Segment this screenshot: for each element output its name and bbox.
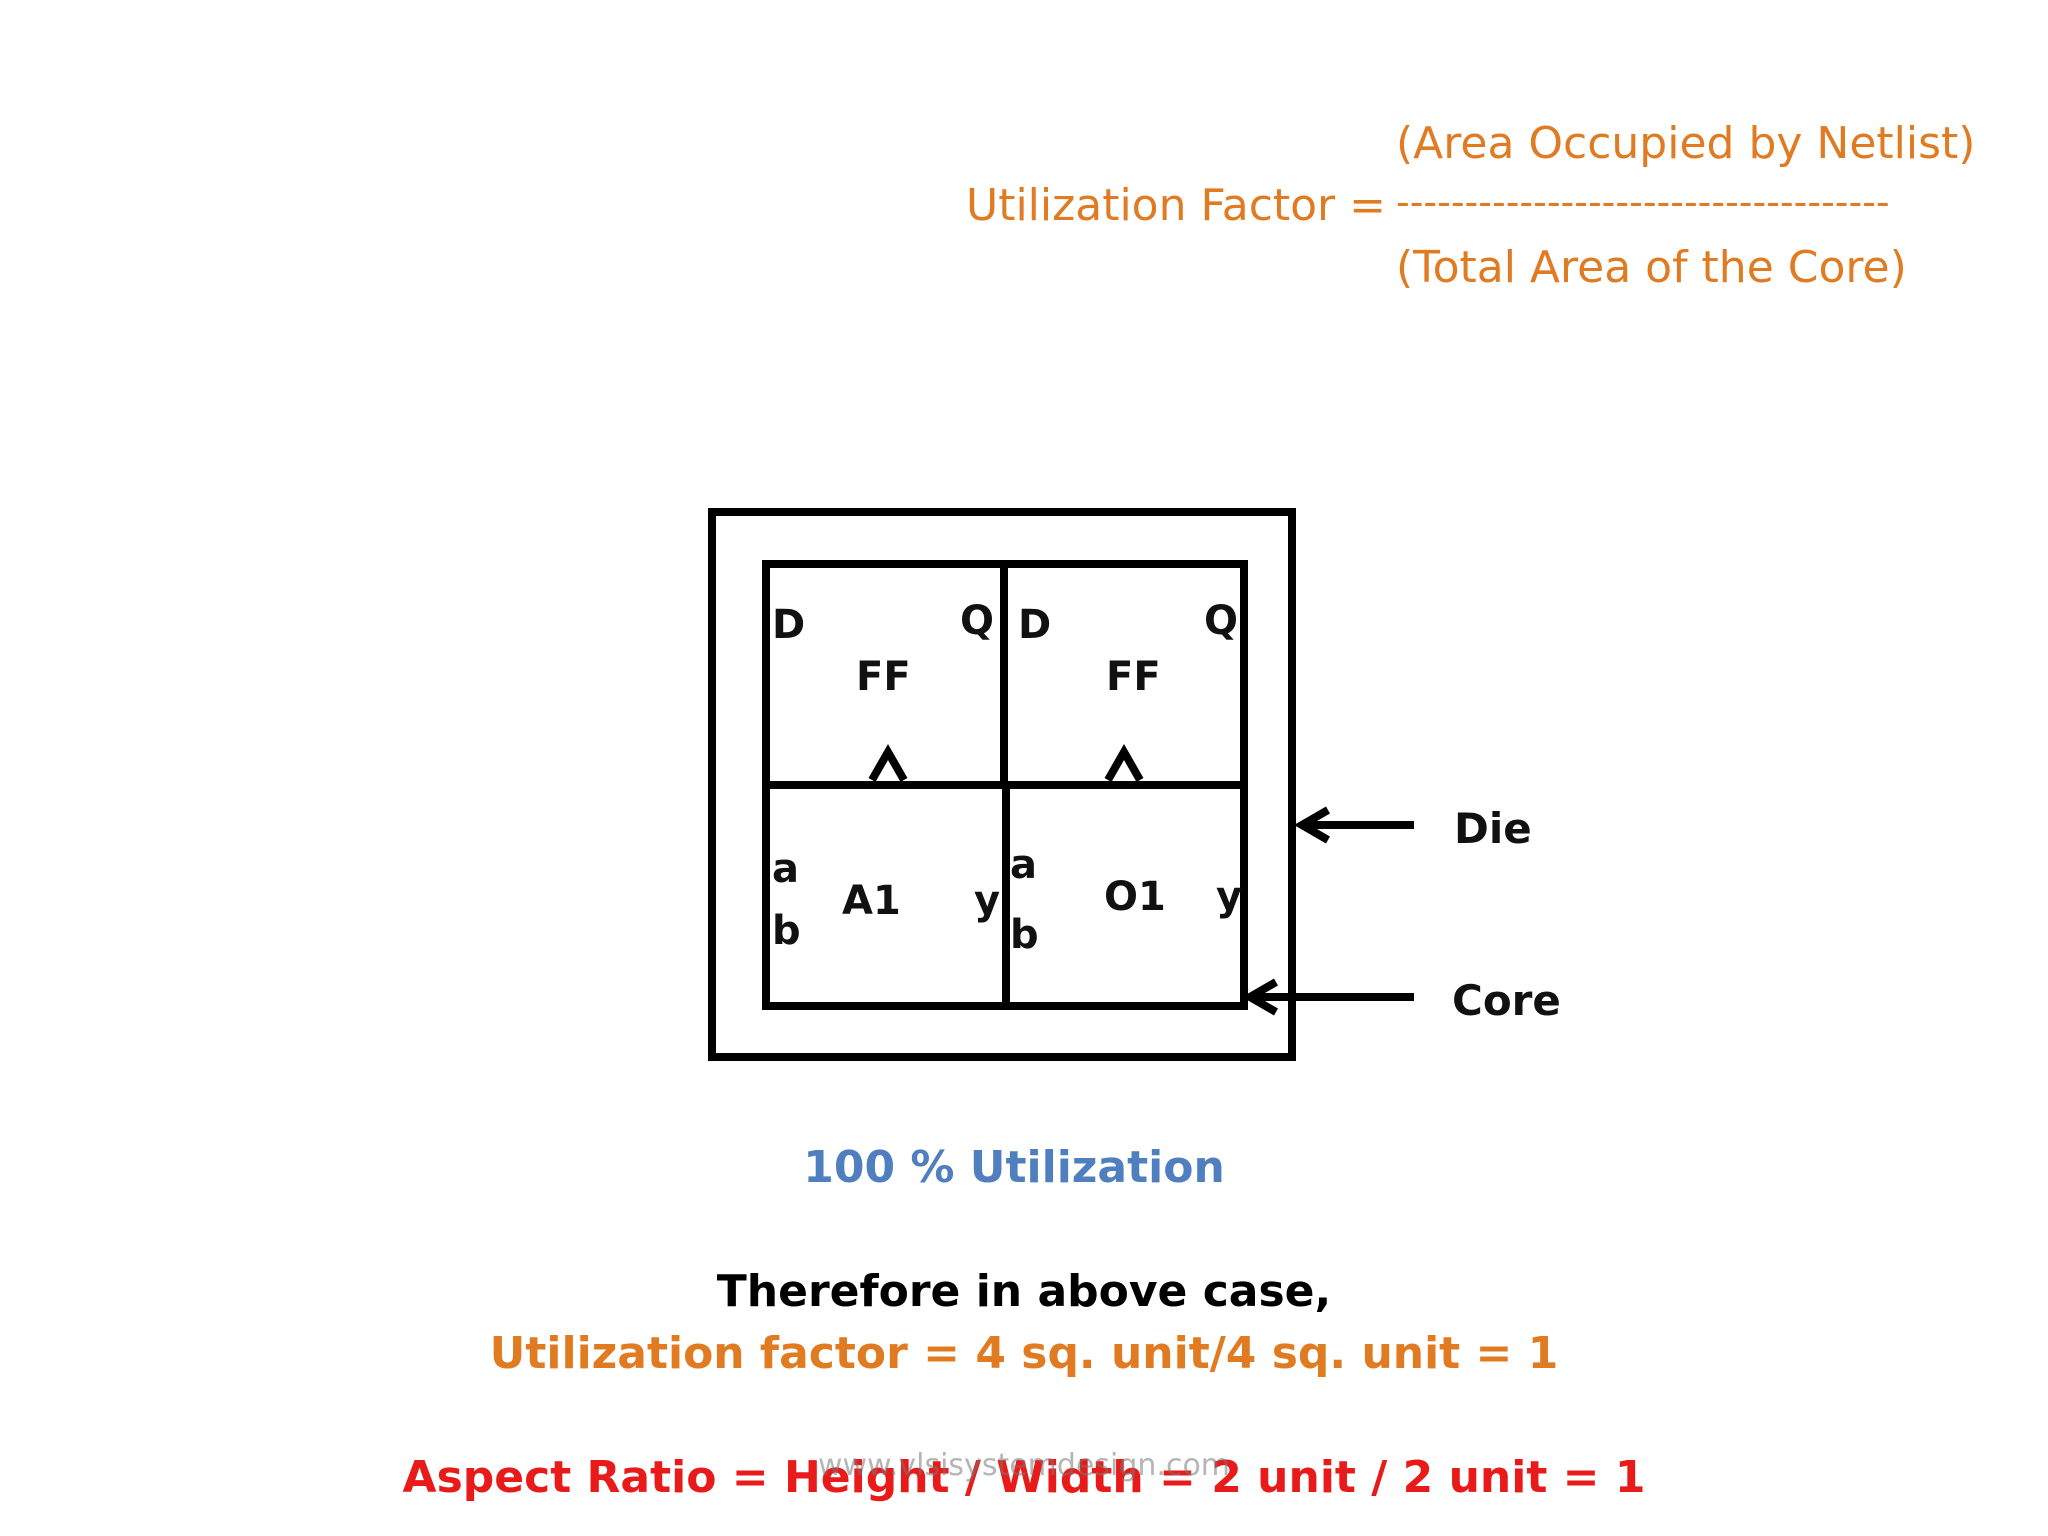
o1-pin-b: b [1010, 912, 1039, 958]
o1-pin-y: y [1216, 874, 1243, 920]
clock-icon [1104, 743, 1144, 782]
core-label: Core [1452, 976, 1561, 1025]
formula-divider: ------------------------------------ [1396, 180, 1890, 224]
ff1-pin-d: D [772, 602, 806, 648]
watermark: www.vlsisystemdesign.com [817, 1448, 1231, 1483]
ff2-pin-d: D [1018, 602, 1052, 648]
die-boundary [708, 508, 1296, 1061]
conclusion-intro: Therefore in above case, [716, 1266, 1332, 1317]
a1-pin-b: b [772, 908, 801, 954]
die-arrow-head [1293, 806, 1330, 844]
ff2-name: FF [1106, 654, 1161, 700]
o1-pin-a: a [1010, 842, 1037, 888]
formula-numerator: (Area Occupied by Netlist) [1396, 118, 1976, 169]
a1-pin-a: a [772, 846, 799, 892]
formula-denominator: (Total Area of the Core) [1396, 242, 1907, 293]
die-label: Die [1454, 804, 1532, 853]
a1-name: A1 [842, 878, 901, 924]
ff2-pin-q: Q [1204, 598, 1239, 644]
a1-pin-y: y [974, 878, 1001, 924]
ff1-name: FF [856, 654, 911, 700]
aspect-ratio-result: Aspect Ratio = Height / Width = 2 unit /… [402, 1452, 1646, 1503]
utilization-caption: 100 % Utilization [803, 1142, 1225, 1193]
ff1-pin-q: Q [960, 598, 995, 644]
clock-icon [868, 743, 908, 782]
formula-lhs: Utilization Factor = [966, 180, 1386, 231]
o1-name: O1 [1104, 874, 1166, 920]
core-arrow-head [1241, 978, 1278, 1016]
utilization-result: Utilization factor = 4 sq. unit/4 sq. un… [489, 1328, 1559, 1379]
